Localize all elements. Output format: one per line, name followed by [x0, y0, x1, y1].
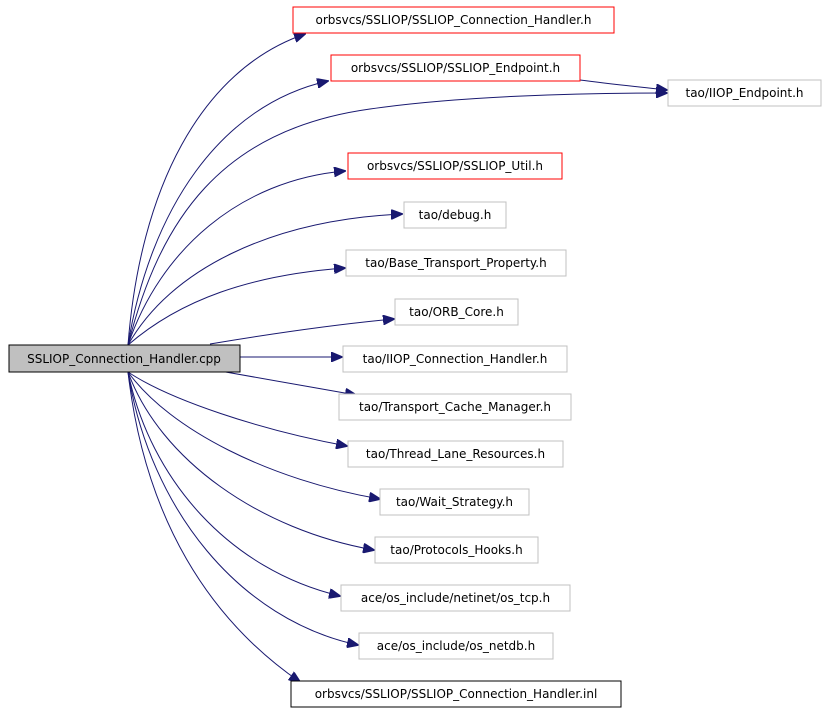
edge-to-ssliop-connection-handler-h	[127, 34, 305, 346]
node-label: orbsvcs/SSLIOP/SSLIOP_Connection_Handler…	[316, 13, 592, 27]
node-label: tao/ORB_Core.h	[409, 305, 504, 319]
edge-to-protocols-hooks-h	[127, 371, 374, 550]
node-os-tcp-h[interactable]: ace/os_include/netinet/os_tcp.h	[340, 584, 571, 612]
node-label: orbsvcs/SSLIOP/SSLIOP_Endpoint.h	[351, 61, 560, 75]
edge-endpoint-to-iiop-endpoint-h	[579, 79, 667, 90]
node-os-netdb-h[interactable]: ace/os_include/os_netdb.h	[358, 632, 554, 660]
edge-to-wait-strategy-h	[127, 371, 380, 499]
node-ssliop-connection-handler-inl[interactable]: orbsvcs/SSLIOP/SSLIOP_Connection_Handler…	[290, 680, 622, 708]
node-label: tao/IIOP_Connection_Handler.h	[363, 352, 548, 366]
node-label: tao/debug.h	[419, 208, 492, 222]
node-label: orbsvcs/SSLIOP/SSLIOP_Util.h	[367, 159, 543, 173]
edge-to-transport-cache-manager-h	[219, 370, 356, 395]
root-node: SSLIOP_Connection_Handler.cpp	[8, 344, 241, 373]
node-base-transport-property-h[interactable]: tao/Base_Transport_Property.h	[345, 249, 567, 277]
edge-to-debug-h	[127, 214, 402, 346]
edge-to-iiop-endpoint-h	[127, 93, 667, 346]
edge-to-orb-core-h	[209, 319, 394, 345]
edge-to-ssliop-endpoint-h	[127, 81, 328, 346]
edge-to-os-netdb-h	[127, 371, 358, 645]
node-orb-core-h[interactable]: tao/ORB_Core.h	[394, 298, 519, 326]
node-ssliop-connection-handler-h[interactable]: orbsvcs/SSLIOP/SSLIOP_Connection_Handler…	[292, 6, 615, 34]
node-label: tao/IIOP_Endpoint.h	[685, 86, 803, 100]
node-label: tao/Thread_Lane_Resources.h	[366, 447, 545, 461]
node-label: tao/Wait_Strategy.h	[396, 495, 513, 509]
node-label: ace/os_include/netinet/os_tcp.h	[361, 591, 550, 605]
node-iiop-endpoint-h[interactable]: tao/IIOP_Endpoint.h	[667, 79, 822, 107]
node-ssliop-util-h[interactable]: orbsvcs/SSLIOP/SSLIOP_Util.h	[347, 152, 563, 180]
edge-to-os-tcp-h	[127, 371, 340, 596]
node-label: ace/os_include/os_netdb.h	[377, 639, 535, 653]
node-debug-h[interactable]: tao/debug.h	[403, 201, 507, 229]
edge-to-base-transport-property-h	[127, 268, 345, 346]
edge-to-thread-lane-resources-h	[127, 371, 347, 446]
node-label: orbsvcs/SSLIOP/SSLIOP_Connection_Handler…	[315, 687, 598, 701]
node-ssliop-endpoint-h[interactable]: orbsvcs/SSLIOP/SSLIOP_Endpoint.h	[330, 54, 581, 82]
node-label: tao/Base_Transport_Property.h	[365, 256, 546, 270]
node-layer: SSLIOP_Connection_Handler.cpp orbsvcs/SS…	[8, 6, 822, 708]
edge-to-ssliop-connection-handler-inl	[127, 371, 300, 682]
node-iiop-connection-handler-h[interactable]: tao/IIOP_Connection_Handler.h	[342, 345, 568, 373]
node-label: tao/Protocols_Hooks.h	[390, 543, 522, 557]
node-thread-lane-resources-h[interactable]: tao/Thread_Lane_Resources.h	[347, 440, 564, 468]
edge-to-ssliop-util-h	[127, 171, 345, 346]
node-protocols-hooks-h[interactable]: tao/Protocols_Hooks.h	[374, 536, 539, 564]
node-transport-cache-manager-h[interactable]: tao/Transport_Cache_Manager.h	[338, 393, 572, 421]
edge-layer	[127, 34, 667, 682]
root-node-label: SSLIOP_Connection_Handler.cpp	[27, 352, 221, 366]
node-label: tao/Transport_Cache_Manager.h	[359, 400, 551, 414]
node-wait-strategy-h[interactable]: tao/Wait_Strategy.h	[379, 488, 530, 516]
